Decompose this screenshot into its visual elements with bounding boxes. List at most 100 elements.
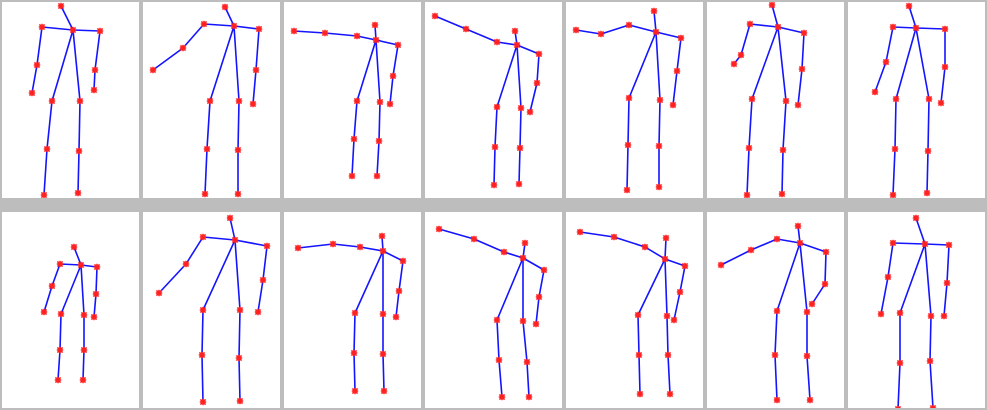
joint-marker [252, 66, 260, 74]
joint-marker [912, 214, 920, 222]
joint-marker [329, 240, 337, 248]
skeleton-plot [576, 228, 689, 398]
joint-marker [234, 146, 242, 154]
skeleton-bone [538, 269, 545, 298]
joint-marker [666, 390, 674, 398]
skeleton-bone [600, 24, 630, 35]
joint-marker [379, 310, 387, 318]
joint-marker [533, 79, 541, 87]
skeleton-bone [94, 30, 101, 71]
pose-panel [848, 2, 985, 198]
skeleton-bone [924, 243, 950, 246]
joint-marker [771, 351, 779, 359]
joint-marker [896, 309, 904, 317]
skeleton-bone [209, 25, 235, 102]
skeleton-bone [473, 238, 505, 253]
joint-marker [386, 100, 394, 108]
joint-marker [348, 172, 356, 180]
skeleton-bone [626, 144, 629, 191]
pose-panel [707, 2, 844, 198]
skeleton-bone [522, 320, 528, 363]
skeleton-bone [529, 82, 538, 113]
skeleton-bone [201, 354, 204, 403]
skeleton-bone [720, 249, 752, 266]
skeleton-bone [664, 258, 668, 317]
skeleton-bone [915, 27, 930, 100]
skeleton-bone [353, 352, 356, 392]
skeleton-bone [943, 282, 948, 317]
skeleton-bone [940, 66, 946, 104]
joint-marker [380, 387, 388, 395]
skeleton-bone [655, 31, 661, 101]
joint-marker [321, 29, 329, 37]
joint-marker [941, 63, 949, 71]
skeleton-bone [811, 283, 826, 305]
joint-marker [56, 260, 64, 268]
joint-marker [905, 2, 913, 10]
skeleton-bone [234, 239, 241, 311]
joint-marker [57, 310, 65, 318]
joint-marker [822, 248, 830, 256]
skeleton-bone [293, 30, 326, 34]
skeleton-bone [892, 242, 926, 245]
joint-marker [491, 143, 499, 151]
joint-marker [768, 2, 776, 9]
skeleton-bone [897, 362, 901, 408]
skeleton-bone [628, 24, 657, 33]
joint-marker [28, 89, 36, 97]
joint-marker [90, 313, 98, 321]
skeleton-bone [59, 263, 82, 266]
joint-marker [40, 308, 48, 316]
joint-marker [462, 25, 470, 33]
skeleton-bone [494, 106, 498, 148]
joint-marker [490, 181, 498, 189]
joint-marker [610, 233, 618, 241]
skeleton-bone [824, 251, 827, 285]
skeleton-bone [926, 150, 929, 194]
joint-marker [896, 359, 904, 367]
skeleton-bone [59, 313, 62, 351]
skeleton-bone [78, 100, 81, 152]
joint-marker [203, 145, 211, 153]
joint-marker [921, 240, 929, 248]
skeleton-bone [750, 238, 778, 251]
skeleton-bone [73, 246, 82, 266]
skeleton-bone [929, 315, 932, 362]
skeleton-bone [60, 5, 74, 31]
joint-marker [351, 309, 359, 317]
joint-marker [937, 99, 945, 107]
joint-marker [40, 191, 48, 198]
joint-marker [234, 190, 242, 198]
joint-marker [259, 276, 267, 284]
skeleton-bone [206, 100, 211, 150]
skeleton-bone [799, 242, 827, 253]
joint-marker [889, 191, 897, 198]
joint-marker [77, 261, 85, 269]
joint-marker [351, 387, 359, 395]
skeleton-bone [324, 32, 358, 37]
joint-marker [929, 404, 937, 408]
joint-marker [33, 61, 41, 69]
skeleton-bone [496, 257, 524, 321]
skeleton-plot [431, 12, 543, 189]
skeleton-bone [672, 70, 678, 106]
joint-marker [794, 101, 802, 109]
joint-marker [230, 22, 238, 30]
joint-marker [882, 58, 890, 66]
skeleton-bone [82, 349, 85, 381]
skeleton-bone [774, 354, 778, 401]
skeleton-bone [51, 263, 61, 287]
skeleton-plot [871, 2, 949, 198]
skeleton-bone [234, 239, 268, 247]
joint-marker [470, 235, 478, 243]
joint-marker [681, 262, 689, 270]
skeleton-bone [519, 107, 522, 149]
skeleton-bone [915, 27, 946, 30]
skeleton-bone [806, 355, 811, 401]
skeleton-bone [36, 26, 43, 66]
joint-marker [255, 25, 263, 33]
joint-marker [782, 97, 790, 105]
joint-marker [226, 214, 234, 222]
skeleton-bone [60, 264, 82, 315]
